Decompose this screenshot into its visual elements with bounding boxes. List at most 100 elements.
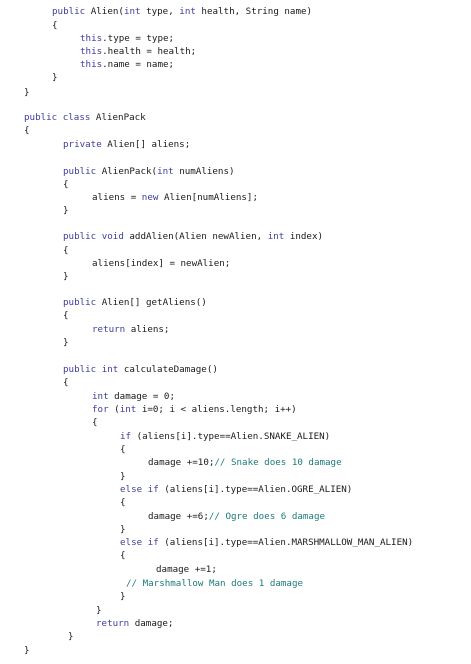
code-text: damage +=1; [156, 564, 217, 575]
code-line: { [120, 550, 126, 562]
code-line: damage +=1; [156, 564, 217, 576]
code-text: .name = name; [102, 59, 175, 70]
code-line: for (int i=0; i < aliens.length; i++) [92, 404, 297, 416]
code-text: { [92, 417, 98, 428]
code-keyword: else if [120, 537, 165, 548]
code-line: private Alien[] aliens; [63, 139, 190, 151]
code-text: { [24, 125, 30, 136]
code-text: } [120, 524, 126, 535]
code-text: aliens = [92, 192, 142, 203]
code-keyword: public [52, 6, 91, 17]
code-line: { [63, 179, 69, 191]
code-text: calculateDamage() [123, 364, 218, 375]
code-text: } [63, 271, 69, 282]
code-line: public AlienPack(int numAliens) [63, 166, 235, 178]
code-keyword: int [92, 391, 115, 402]
code-text: { [120, 444, 126, 455]
code-line: public Alien[] getAliens() [63, 297, 207, 309]
code-text: } [24, 87, 30, 98]
code-text: Alien[numAliens]; [163, 192, 258, 203]
code-text: { [120, 550, 126, 561]
code-text: damage; [134, 618, 174, 629]
code-text: addAlien(Alien newAlien, [129, 231, 268, 242]
code-keyword: public [63, 297, 102, 308]
code-text: AlienPack [95, 112, 146, 123]
code-line: } [68, 631, 74, 643]
code-text: index) [289, 231, 324, 242]
code-keyword: this [80, 46, 103, 57]
code-line: public class AlienPack [24, 112, 146, 124]
code-line: } [24, 645, 30, 657]
code-line: } [63, 337, 69, 349]
code-line: { [63, 310, 69, 322]
code-keyword: int [123, 6, 147, 17]
code-text: numAliens) [179, 166, 235, 177]
code-line: { [24, 125, 30, 137]
code-keyword: int [267, 231, 290, 242]
code-text: ( [114, 404, 120, 415]
code-keyword: if [120, 431, 137, 442]
code-keyword: int [119, 404, 142, 415]
code-line: damage +=6;// Ogre does 6 damage [148, 511, 325, 523]
code-line: { [92, 417, 98, 429]
code-keyword: public void [63, 231, 130, 242]
code-line: } [24, 87, 30, 99]
code-comment: // Marshmallow Man does 1 damage [126, 578, 304, 589]
code-keyword: return [92, 324, 131, 335]
code-keyword: return [96, 618, 135, 629]
code-line: // Marshmallow Man does 1 damage [126, 578, 303, 590]
code-text: { [63, 179, 69, 190]
code-text: Alien[] getAliens() [101, 297, 207, 308]
code-line: } [120, 591, 126, 603]
code-line: public int calculateDamage() [63, 364, 218, 376]
code-comment: // Snake does 10 damage [214, 457, 342, 468]
code-keyword: public [63, 166, 102, 177]
code-text: Alien[] aliens; [107, 139, 191, 150]
code-line: public void addAlien(Alien newAlien, int… [63, 231, 323, 243]
code-keyword: public int [63, 364, 124, 375]
code-line: { [120, 497, 126, 509]
code-text: } [68, 631, 74, 642]
code-text: } [52, 72, 58, 83]
code-text: type, [146, 6, 180, 17]
code-keyword: this [80, 59, 103, 70]
code-text: } [63, 205, 69, 216]
code-text: Alien( [90, 6, 124, 17]
code-text: damage +=10; [148, 457, 215, 468]
code-line: } [63, 271, 69, 283]
code-line: if (aliens[i].type==Alien.SNAKE_ALIEN) [120, 431, 330, 443]
code-line: else if (aliens[i].type==Alien.MARSHMALL… [120, 537, 413, 549]
code-line: } [120, 524, 126, 536]
code-text: AlienPack( [101, 166, 158, 177]
code-text: .health = health; [102, 46, 197, 57]
code-text: health, String name) [201, 6, 313, 17]
code-keyword: new [141, 192, 164, 203]
code-line: } [96, 605, 102, 617]
code-text: (aliens[i].type==Alien.MARSHMALLOW_MAN_A… [164, 537, 414, 548]
code-line: int damage = 0; [92, 391, 175, 403]
code-text: } [24, 645, 30, 656]
code-line: { [63, 377, 69, 389]
code-text: { [63, 377, 69, 388]
code-line: public Alien(int type, int health, Strin… [52, 6, 312, 18]
code-keyword: this [80, 33, 103, 44]
code-text: .type = type; [102, 33, 175, 44]
code-line: { [120, 444, 126, 456]
code-text: aliens[index] = newAlien; [92, 258, 231, 269]
code-line: { [63, 245, 69, 257]
code-line: { [52, 20, 58, 32]
code-line: aliens = new Alien[numAliens]; [92, 192, 258, 204]
code-keyword: for [92, 404, 115, 415]
code-keyword: public class [24, 112, 96, 123]
code-text: { [63, 310, 69, 321]
code-line: this.type = type; [80, 33, 174, 45]
code-line: this.name = name; [80, 59, 174, 71]
code-text: } [96, 605, 102, 616]
code-line: } [120, 471, 126, 483]
code-line: } [63, 205, 69, 217]
code-line: this.health = health; [80, 46, 196, 58]
code-text: damage = 0; [114, 391, 175, 402]
code-comment: // Ogre does 6 damage [208, 511, 326, 522]
code-text: } [120, 471, 126, 482]
